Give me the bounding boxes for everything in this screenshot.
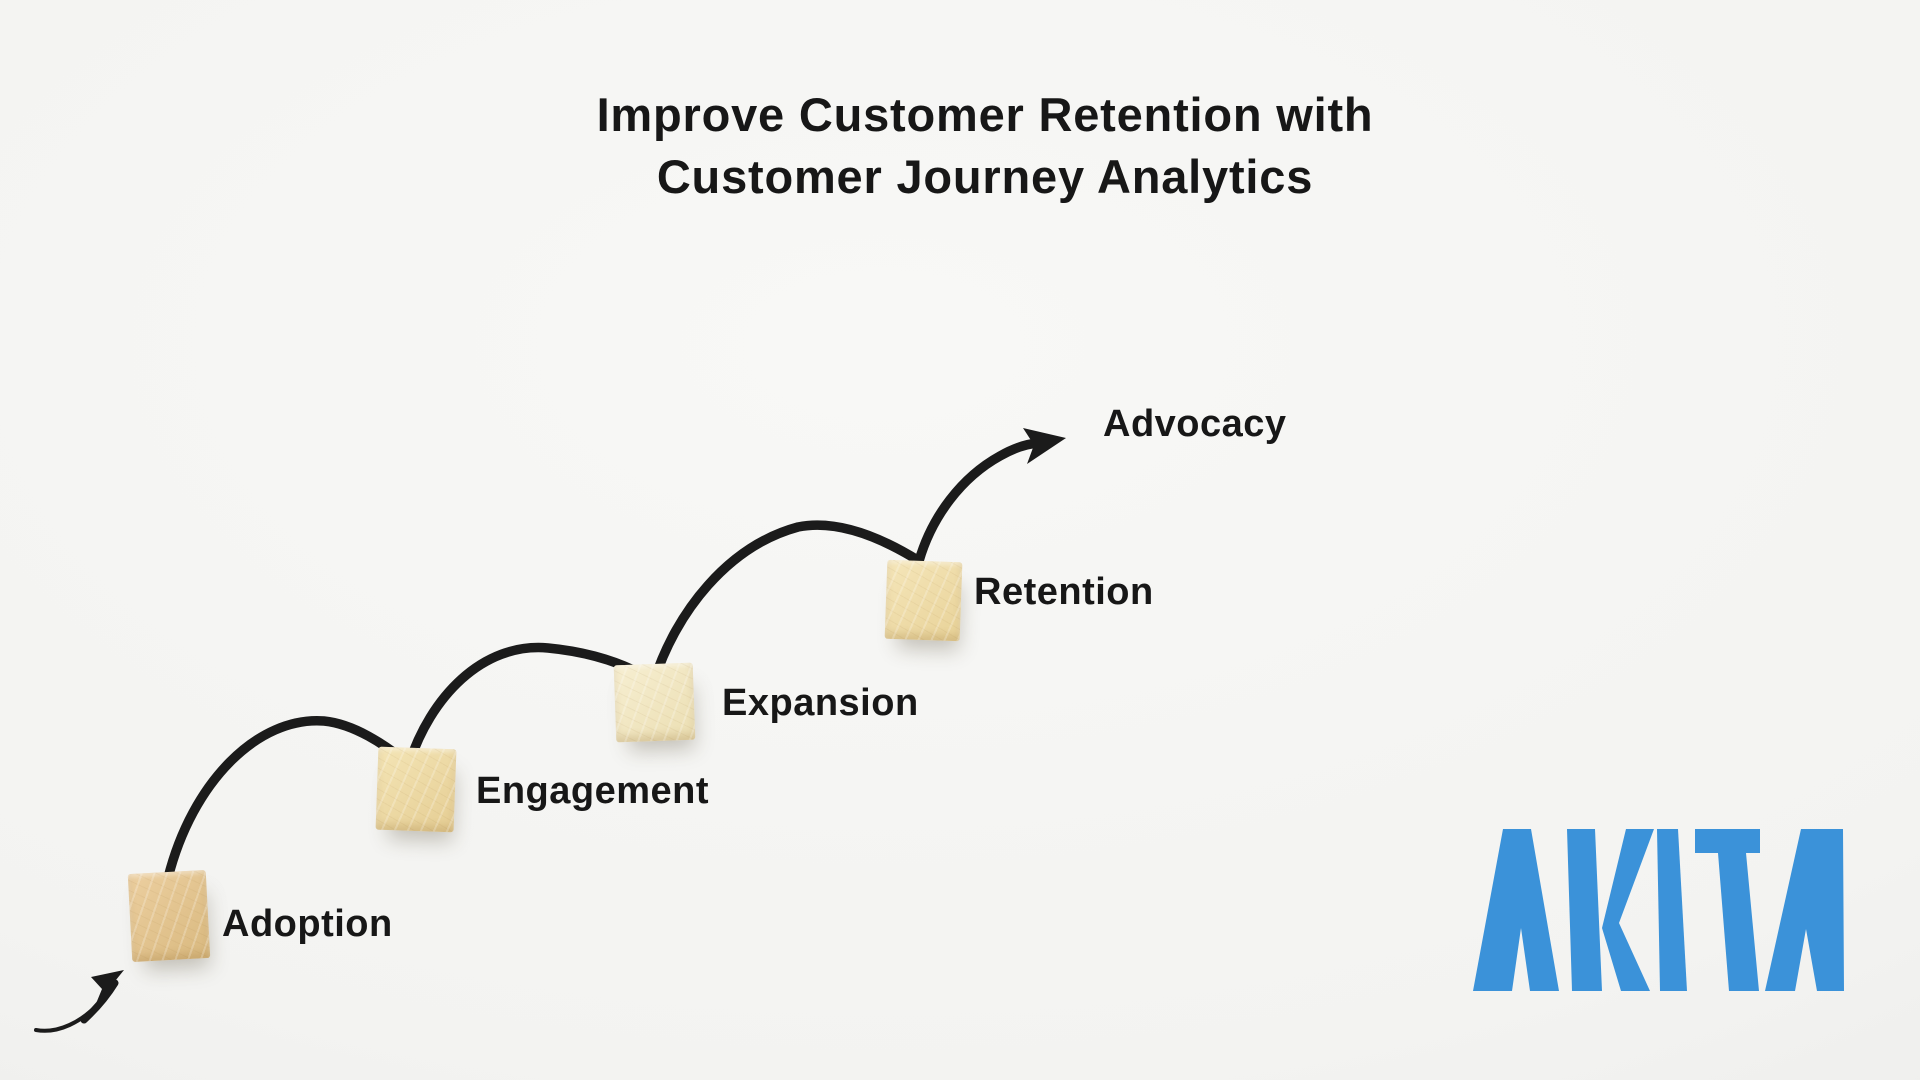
start-arrow-icon [34,970,124,1033]
logo-letter-t2 [1718,853,1759,991]
wooden-block-engagement [375,746,457,833]
stage-label-advocacy: Advocacy [1103,403,1287,445]
logo-letter-a2 [1765,829,1844,991]
logo-text: AKITA [0,0,1,1]
akita-logo [1473,829,1844,991]
logo-letter-t [1695,829,1760,853]
end-arrow-icon [1023,428,1066,464]
wooden-block-retention [884,559,963,642]
logo-letter-k [1567,829,1602,991]
page-title: Improve Customer Retention with Customer… [500,84,1470,208]
logo-letter-i [1657,829,1687,991]
stage-label-retention: Retention [974,571,1154,613]
stage-label-adoption: Adoption [222,903,393,945]
logo-letter-a1 [1473,829,1559,991]
page-title-line1: Improve Customer Retention with [596,88,1374,141]
logo-letter-k2 [1602,829,1654,991]
stage-label-expansion: Expansion [722,682,919,724]
page-title-line2: Customer Journey Analytics [656,150,1314,203]
wooden-block-expansion [613,662,696,743]
wooden-block-adoption [127,870,211,962]
stage-label-engagement: Engagement [476,770,710,812]
